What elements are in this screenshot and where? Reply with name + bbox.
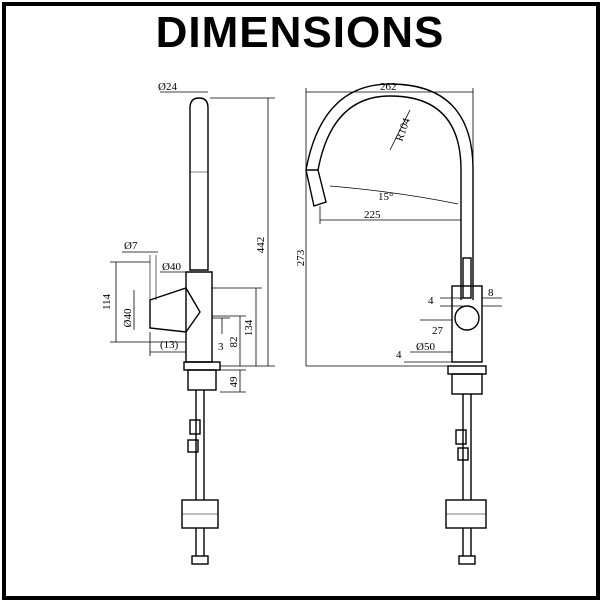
dim-handle-diameter: Ø7 [124,240,138,252]
dim-body-diameter-top: Ø40 [162,261,181,273]
side-spout [189,97,209,271]
front-spout-arc-outer [305,83,474,300]
dim-arc-radius: R104 [394,116,414,143]
dim-body-diameter-side: Ø40 [122,308,134,327]
front-mount-nut [451,373,483,395]
dim-base-offset: 4 [396,349,402,361]
front-spout-arc [317,95,462,300]
dim-spout-height: 273 [295,249,307,266]
dim-offset-13: (13) [160,339,179,351]
side-body [185,271,213,363]
dim-base-diameter: Ø50 [416,341,435,353]
front-lever [462,257,472,299]
dim-spout-diameter: Ø24 [158,81,177,93]
dim-lever-offset: 4 [428,295,434,307]
front-base-plate [447,365,487,375]
front-body [451,285,483,363]
side-mount-nut [187,369,217,391]
page-title: DIMENSIONS [155,8,445,57]
dim-lever-width: 8 [488,287,494,299]
dim-offset-3: 3 [218,341,224,353]
dim-reach: 225 [364,209,381,221]
dim-underside-height: 49 [228,376,240,388]
front-handle-hub [454,305,480,331]
dim-base-height: 82 [228,337,240,348]
front-spray-head [305,169,327,207]
front-view: R104 262 15° 225 273 4 8 27 [295,81,502,565]
dim-lever-depth: 27 [432,325,444,337]
dim-spray-angle: 15° [378,191,393,203]
dim-total-width: 262 [380,81,397,93]
side-view: 442 Ø24 Ø7 Ø40 114 Ø40 134 3 (13) 8 [101,81,275,565]
dim-total-height: 442 [255,237,267,254]
side-base-plate [183,361,221,371]
dim-handle-height: 134 [243,319,255,336]
side-lever [149,287,201,333]
dim-body-height: 114 [101,293,113,310]
